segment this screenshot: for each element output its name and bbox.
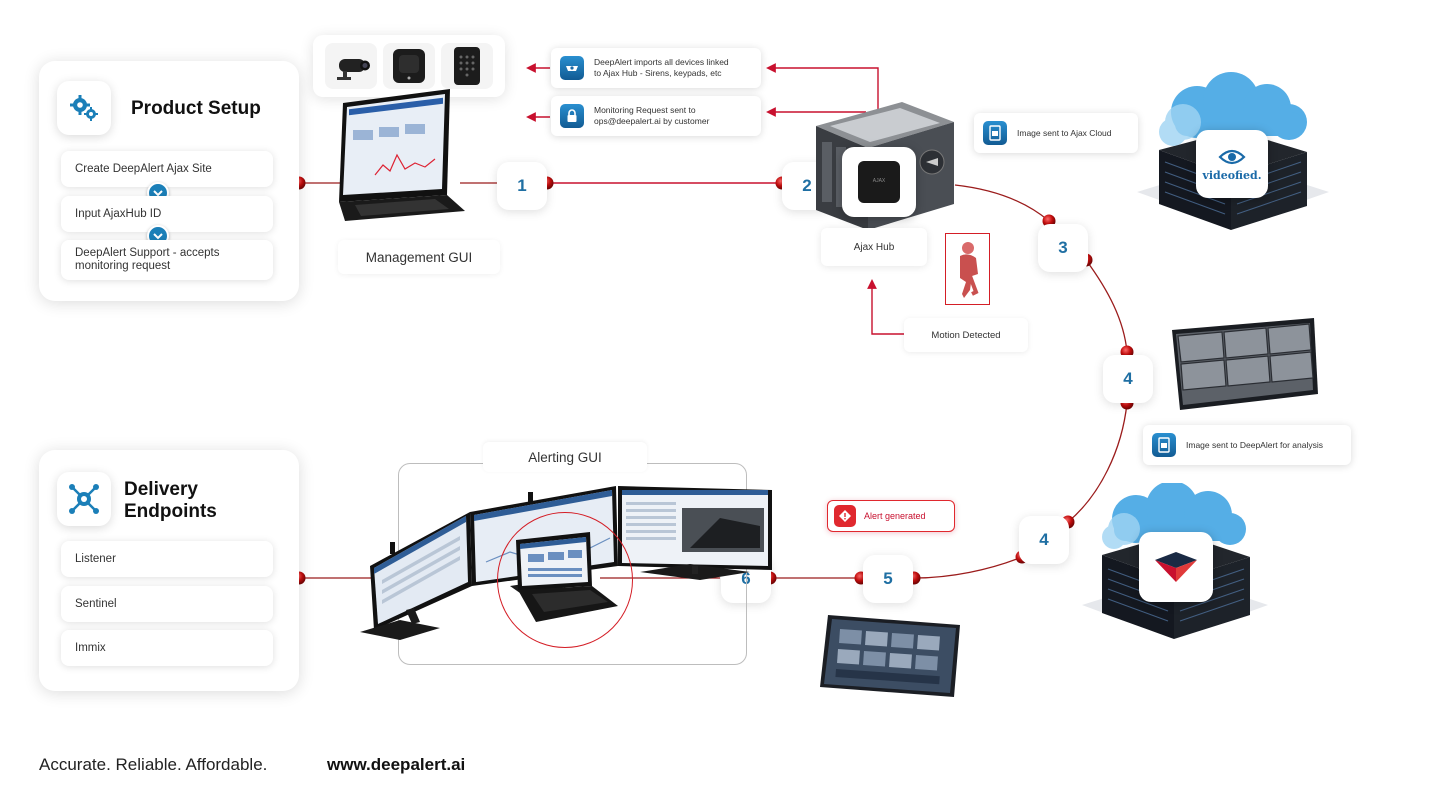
- management-laptop-image: [339, 89, 465, 221]
- keypad-device-image: [441, 43, 493, 89]
- alert-diamond-icon: [834, 505, 856, 527]
- management-gui-label: Management GUI: [338, 240, 500, 274]
- info-image-deepalert-analysis: Image sent to DeepAlert for analysis: [1143, 425, 1351, 465]
- step-1-badge: 1: [497, 162, 547, 210]
- tablet-image: [820, 615, 960, 697]
- line-motion-to-hub: [867, 279, 910, 335]
- info-alert-generated: Alert generated: [827, 500, 955, 532]
- info-image-ajax-cloud: Image sent to Ajax Cloud: [974, 113, 1138, 153]
- alert-generated-text: Alert generated: [864, 511, 926, 521]
- setup-step-create-site: Create DeepAlert Ajax Site: [61, 151, 273, 187]
- siren-device-image: [383, 43, 435, 89]
- step-4-badge-bottom: 4: [1019, 516, 1069, 564]
- deepalert-logo-icon: [1155, 552, 1197, 582]
- imports-line1: DeepAlert imports all devices linked: [594, 57, 729, 67]
- videofied-text: videofied.: [1202, 168, 1262, 182]
- step-4-badge-top: 4: [1103, 355, 1153, 403]
- monitoring-line2: ops@deepalert.ai by customer: [594, 116, 710, 126]
- step-3-badge: 3: [1038, 224, 1088, 272]
- cctv-monitor-image: [1172, 318, 1318, 410]
- lock-icon: [560, 104, 584, 128]
- ajax-cloud-text: Image sent to Ajax Cloud: [1017, 128, 1112, 138]
- eye-icon: [1218, 149, 1246, 164]
- setup-step-input-hub-id: Input AjaxHub ID: [61, 196, 273, 232]
- setup-step-support-accepts: DeepAlert Support - accepts monitoring r…: [61, 240, 273, 280]
- alerting-highlight-circle: [497, 512, 633, 648]
- endpoints-icon: [57, 472, 111, 526]
- videofied-logo-card: videofied.: [1196, 130, 1268, 198]
- delivery-endpoints-panel: Delivery Endpoints Listener Sentinel Imm…: [39, 450, 299, 691]
- footer-url[interactable]: www.deepalert.ai: [327, 755, 466, 774]
- gears-icon: [57, 81, 111, 135]
- ajax-hub-label: Ajax Hub: [821, 228, 927, 266]
- camera-dome-icon: [560, 56, 584, 80]
- product-setup-panel: Product Setup Create DeepAlert Ajax Site…: [39, 61, 299, 301]
- endpoint-immix: Immix: [61, 630, 273, 666]
- image-file-icon: [983, 121, 1007, 145]
- image-file-icon: [1152, 433, 1176, 457]
- delivery-title-line2: Endpoints: [124, 501, 217, 522]
- motion-detected-label: Motion Detected: [904, 318, 1028, 352]
- step-5-badge: 5: [863, 555, 913, 603]
- footer-tagline: Accurate. Reliable. Affordable.: [39, 755, 268, 774]
- product-setup-title: Product Setup: [131, 98, 261, 119]
- hub-brand-text: AJAX: [872, 178, 886, 184]
- monitoring-line1: Monitoring Request sent to: [594, 105, 696, 115]
- endpoint-listener: Listener: [61, 541, 273, 577]
- ajax-hub-device: AJAX: [842, 147, 916, 217]
- delivery-title-line1: Delivery: [124, 479, 198, 500]
- deepalert-logo-card: [1139, 532, 1213, 602]
- endpoint-sentinel: Sentinel: [61, 586, 273, 622]
- intruder-figure-icon: [960, 242, 979, 298]
- ajax-devices-card: [313, 35, 505, 97]
- line-step3-to-step4a: [1085, 259, 1128, 353]
- line-hub-to-step3: [954, 184, 1050, 222]
- line-step4a-to-step4b: [1067, 402, 1128, 523]
- deepalert-analysis-text: Image sent to DeepAlert for analysis: [1186, 440, 1324, 450]
- alerting-gui-label: Alerting GUI: [483, 442, 647, 472]
- line-step4b-to-step5: [914, 556, 1023, 579]
- camera-device-image: [325, 43, 377, 89]
- info-imports-devices: DeepAlert imports all devices linked to …: [551, 48, 761, 88]
- info-monitoring-request: Monitoring Request sent to ops@deepalert…: [551, 96, 761, 136]
- imports-line2: to Ajax Hub - Sirens, keypads, etc: [594, 68, 722, 78]
- motion-person-frame: [945, 233, 990, 305]
